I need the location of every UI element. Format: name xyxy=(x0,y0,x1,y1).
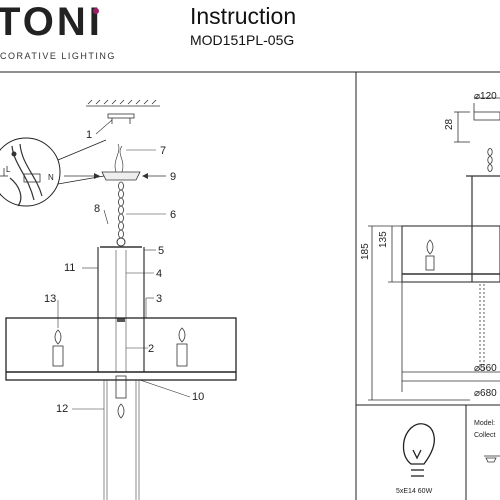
tube-coupling xyxy=(117,318,125,322)
ceiling-hatch xyxy=(86,99,160,107)
supply-wire-2 xyxy=(119,145,124,173)
candle-socket-center xyxy=(115,375,127,419)
callout-11: 11 xyxy=(64,262,75,274)
brand-logo: TONI xyxy=(0,0,103,44)
collection-label: Collect xyxy=(474,432,496,439)
dim-outer-diameter: ⌀680 xyxy=(474,388,497,399)
wire-label-n: N xyxy=(48,173,54,182)
brand-tagline: CORATIVE LIGHTING xyxy=(0,51,116,61)
callout-6: 6 xyxy=(170,209,176,221)
dim-body-height: 135 xyxy=(378,231,389,248)
hook-ring xyxy=(116,237,126,247)
dim-canopy-diameter: ⌀120 xyxy=(474,91,497,102)
bulb-icon xyxy=(402,423,436,477)
model-number: MOD151PL-05G xyxy=(190,32,295,48)
callout-7: 7 xyxy=(160,145,166,157)
dimension-view xyxy=(368,97,500,401)
callout-13: 13 xyxy=(44,293,56,305)
callout-2: 2 xyxy=(148,343,154,355)
callout-1: 1 xyxy=(86,129,92,141)
model-label: Model: xyxy=(474,420,496,427)
candle-socket-left xyxy=(52,329,64,367)
callout-3: 3 xyxy=(156,293,162,305)
leader-lines xyxy=(57,119,191,410)
page-title: Instruction xyxy=(190,3,297,29)
callout-10: 10 xyxy=(192,391,204,403)
callout-4: 4 xyxy=(156,268,162,280)
shade xyxy=(5,317,237,381)
lower-chain-right xyxy=(135,380,140,500)
dim-overall-height: 185 xyxy=(360,243,371,260)
logo-accent-dot xyxy=(93,8,99,14)
collection-icon xyxy=(484,455,500,463)
callout-9: 9 xyxy=(170,171,176,183)
terminal-block xyxy=(23,173,41,183)
callout-5: 5 xyxy=(158,245,164,257)
assembly-view xyxy=(0,99,237,500)
dim-inner-diameter: ⌀560 xyxy=(474,363,497,374)
callout-8: 8 xyxy=(94,203,100,215)
ground-screw xyxy=(11,151,17,157)
dim-shade xyxy=(401,225,500,283)
candle-socket-right xyxy=(176,327,188,367)
chain xyxy=(118,181,124,239)
supply-wire xyxy=(114,143,120,173)
lower-chain-left xyxy=(103,380,108,500)
callout-12: 12 xyxy=(56,403,68,415)
wire-label-l: L xyxy=(6,165,11,174)
dim-canopy-height: 28 xyxy=(444,118,455,130)
bulb-spec: 5xE14 60W xyxy=(396,488,433,495)
canopy xyxy=(101,171,141,181)
mounting-bracket xyxy=(107,113,135,119)
